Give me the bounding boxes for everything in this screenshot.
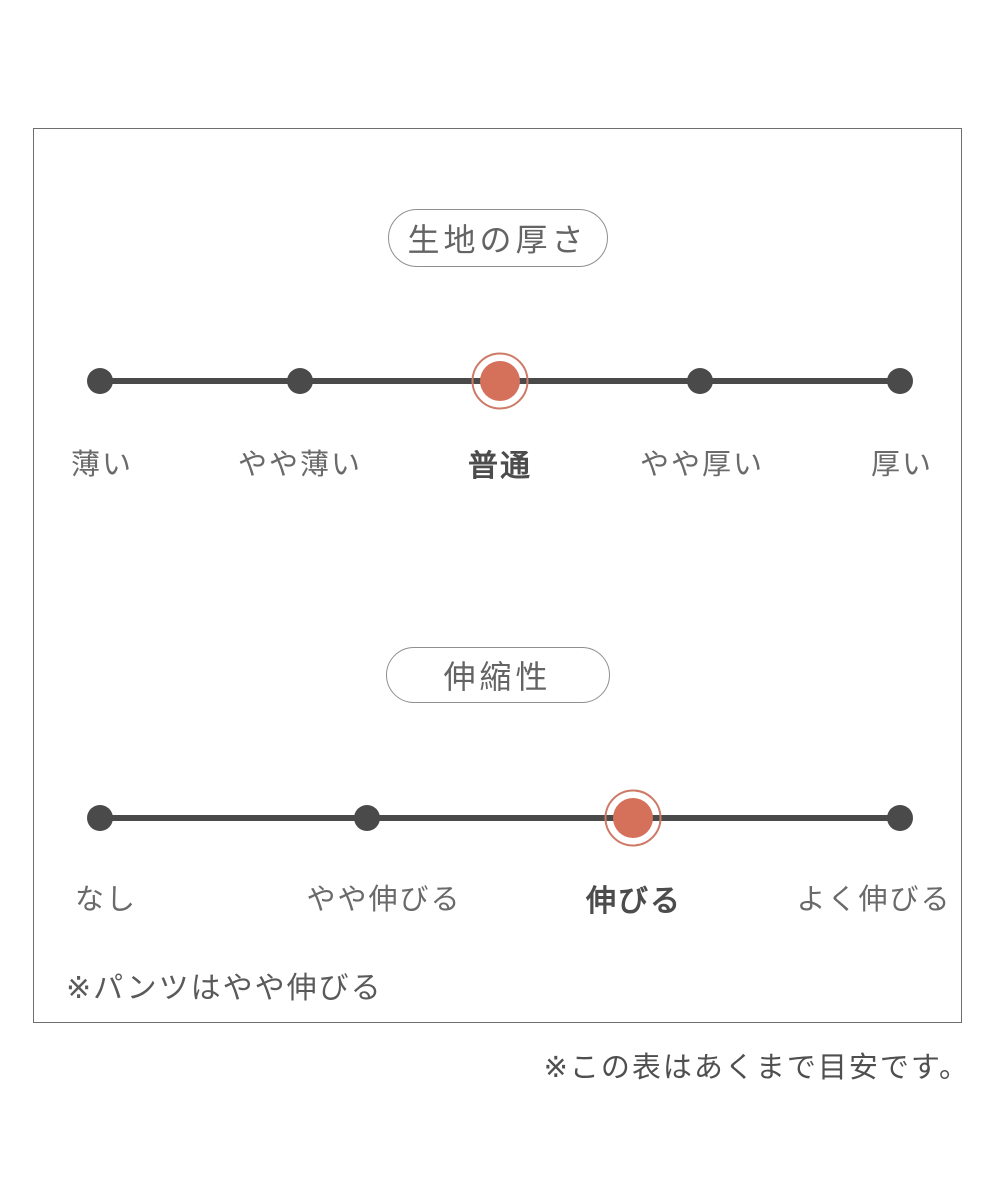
thickness-title-pill: 生地の厚さ — [387, 209, 608, 267]
fabric-info-panel: 生地の厚さ 薄い やや薄い 普通 やや厚い 厚い 伸縮性 なし やや伸びる 伸び… — [33, 128, 962, 1023]
thickness-option-label: やや厚い — [639, 449, 765, 481]
stretch-dot-4 — [887, 805, 913, 831]
stretch-title-pill: 伸縮性 — [385, 647, 610, 703]
stretch-option-label: よく伸びる — [796, 884, 952, 916]
thickness-dot-5 — [887, 368, 913, 394]
thickness-option-label: 厚い — [870, 449, 934, 481]
stretch-option-label: なし — [74, 884, 138, 916]
thickness-selected-dot-marker — [480, 361, 520, 401]
stretch-scale-track — [100, 815, 902, 821]
thickness-title: 生地の厚さ — [407, 222, 588, 258]
stretch-selected-option-label: 伸びる — [586, 885, 682, 918]
thickness-dot-4 — [687, 368, 713, 394]
disclaimer-note: ※この表はあくまで目安です。 — [543, 1052, 970, 1084]
stretch-dot-1 — [87, 805, 113, 831]
thickness-option-label: 薄い — [70, 449, 134, 481]
stretch-selected-dot-marker — [613, 798, 653, 838]
thickness-dot-2 — [287, 368, 313, 394]
stretch-dot-2 — [354, 805, 380, 831]
stretch-title: 伸縮性 — [443, 659, 552, 695]
stretch-option-label: やや伸びる — [306, 884, 462, 916]
thickness-option-label: やや薄い — [237, 449, 363, 481]
pants-stretch-note: ※パンツはやや伸びる — [66, 972, 383, 1005]
thickness-selected-option-label: 普通 — [468, 450, 532, 483]
thickness-dot-1 — [87, 368, 113, 394]
